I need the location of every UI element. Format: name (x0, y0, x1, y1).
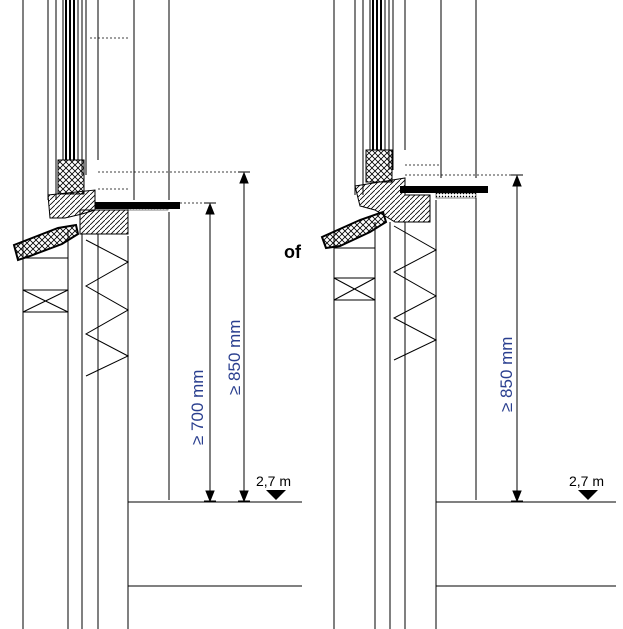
left-level-text: 2,7 m (256, 473, 291, 489)
left-wall-lines (22, 0, 170, 629)
right-dotted-lines (405, 164, 520, 176)
right-level-text: 2,7 m (569, 473, 604, 489)
right-detail: ≥ 850 mm 2,7 m (320, 0, 616, 629)
connector-text: of (284, 242, 302, 262)
left-dimension-700 (204, 202, 216, 503)
right-frame-profile (354, 177, 431, 223)
left-insulation (84, 239, 130, 377)
left-level-marker (266, 490, 286, 500)
right-inner-sill (400, 186, 488, 193)
left-outer-sill (12, 223, 80, 262)
right-floor (436, 501, 616, 587)
left-dim-850-text: ≥ 850 mm (225, 320, 244, 395)
right-glazing-bead (365, 149, 393, 183)
left-glazing-bead (57, 159, 85, 195)
left-dimension-850 (238, 171, 250, 503)
right-level-marker (578, 490, 598, 500)
right-dim-850-text: ≥ 850 mm (497, 337, 516, 412)
left-dotted-lines (90, 37, 244, 204)
left-detail: ≥ 700 mm ≥ 850 mm 2,7 m (12, 0, 302, 629)
left-window-frame (47, 0, 87, 200)
right-window-frame (354, 0, 394, 195)
left-floor (128, 501, 302, 587)
right-sill-board (435, 192, 477, 199)
right-insulation (392, 225, 438, 361)
left-dim-700-text: ≥ 700 mm (188, 370, 207, 445)
right-wall-lines (333, 0, 477, 629)
right-outer-sill (320, 210, 388, 250)
left-sill-board (127, 203, 169, 211)
right-dimension-850 (511, 174, 523, 503)
left-sill-timber (79, 209, 129, 235)
